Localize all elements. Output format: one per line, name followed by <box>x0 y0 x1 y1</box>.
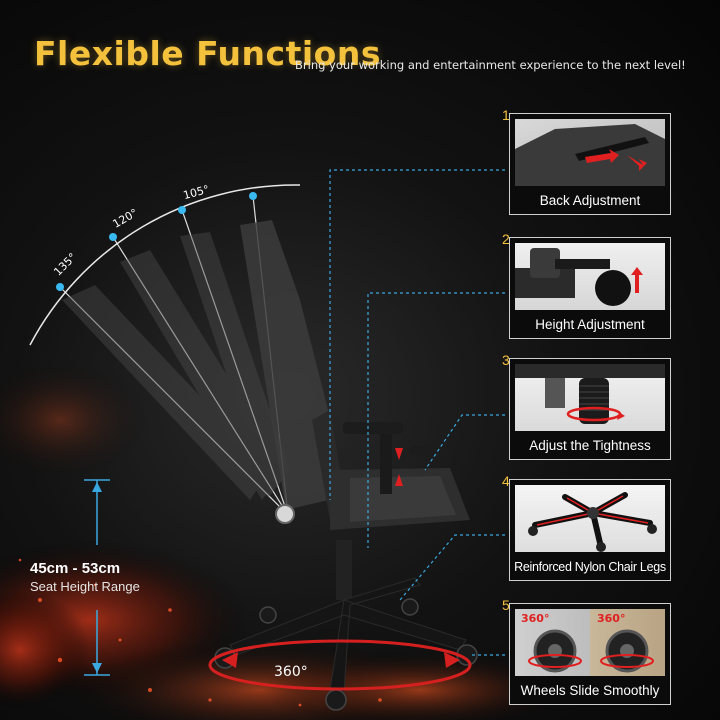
feature-card-height-adjustment: Height Adjustment <box>509 237 671 339</box>
recline-arc <box>29 184 301 346</box>
wheel-badge-right: 360° <box>597 612 626 625</box>
leader-line-4 <box>399 534 505 601</box>
page-title: Flexible Functions <box>34 34 381 73</box>
feature-label-1: Back Adjustment <box>539 193 641 208</box>
armrest-arrow-up-icon <box>395 474 403 486</box>
chair-illustration <box>214 410 478 711</box>
leader-lines <box>329 169 505 656</box>
rotation-arrow-left-icon <box>222 652 238 668</box>
feature-label-3: Adjust the Tightness <box>529 438 651 453</box>
gas-lift-lever-icon <box>515 248 643 306</box>
feature-number-4: 4 <box>502 473 510 489</box>
seat-height-range: 45cm - 53cm <box>30 560 121 577</box>
seat-height-label: Seat Height Range <box>30 579 140 594</box>
feature-number-5: 5 <box>502 597 510 613</box>
feature-thumb-1 <box>515 119 665 186</box>
caster-wheel-icon <box>528 629 654 673</box>
recline-pivot <box>275 504 295 524</box>
feature-card-wheels: 360° 360° Wheels Slide Smoothly <box>509 603 671 705</box>
tension-knob-icon <box>515 364 665 424</box>
gas-lift <box>336 540 352 600</box>
feature-thumb-3 <box>515 364 665 431</box>
ghost-backrest-105 <box>180 232 290 498</box>
angle-dot-90 <box>249 192 257 200</box>
feature-card-tightness: Adjust the Tightness <box>509 358 671 460</box>
leader-line-1 <box>329 169 505 500</box>
feature-thumb-5: 360° 360° <box>515 609 665 676</box>
feature-card-back-adjustment: Back Adjustment <box>509 113 671 215</box>
leader-line-3 <box>424 414 505 471</box>
feature-thumb-2 <box>515 243 665 310</box>
page-subtitle: Bring your working and entertainment exp… <box>295 58 686 72</box>
ghost-backrest-135 <box>62 285 270 500</box>
armrest-top-right <box>410 445 450 455</box>
height-arrow-down-icon <box>92 663 102 673</box>
ghost-backrest-120 <box>120 250 285 500</box>
caster-wheel <box>325 689 347 711</box>
feature-label-5: Wheels Slide Smoothly <box>520 683 660 698</box>
rotation-ring <box>208 639 472 691</box>
feature-thumb-4 <box>515 485 665 552</box>
backrest-upright <box>240 220 328 510</box>
rotation-arrow-right-icon <box>444 652 460 668</box>
angle-dot-135 <box>56 283 64 291</box>
caster-wheel <box>401 598 419 616</box>
feature-number-1: 1 <box>502 107 510 123</box>
angle-dot-120 <box>109 233 117 241</box>
feature-number-3: 3 <box>502 352 510 368</box>
chair-base-icon <box>528 492 657 552</box>
armrest-top-left <box>343 422 403 434</box>
height-arrow-up-icon <box>92 482 102 492</box>
armrest-arrow-down-icon <box>395 448 403 460</box>
feature-label-2: Height Adjustment <box>535 317 645 332</box>
seat-height-info: 45cm - 53cm Seat Height Range <box>30 560 190 594</box>
angle-dot-105 <box>178 206 186 214</box>
feature-number-2: 2 <box>502 231 510 247</box>
chair-seat-cushion <box>350 476 456 522</box>
rotation-label: 360° <box>274 664 308 680</box>
leader-line-2 <box>367 292 505 548</box>
feature-card-nylon-legs: Reinforced Nylon Chair Legs <box>509 479 671 581</box>
feature-label-4: Reinforced Nylon Chair Legs <box>514 560 666 574</box>
caster-wheel <box>259 606 277 624</box>
wheel-badge-left: 360° <box>521 612 550 625</box>
armrest-post-left <box>380 434 392 494</box>
lever-arrow-icon <box>515 124 665 186</box>
